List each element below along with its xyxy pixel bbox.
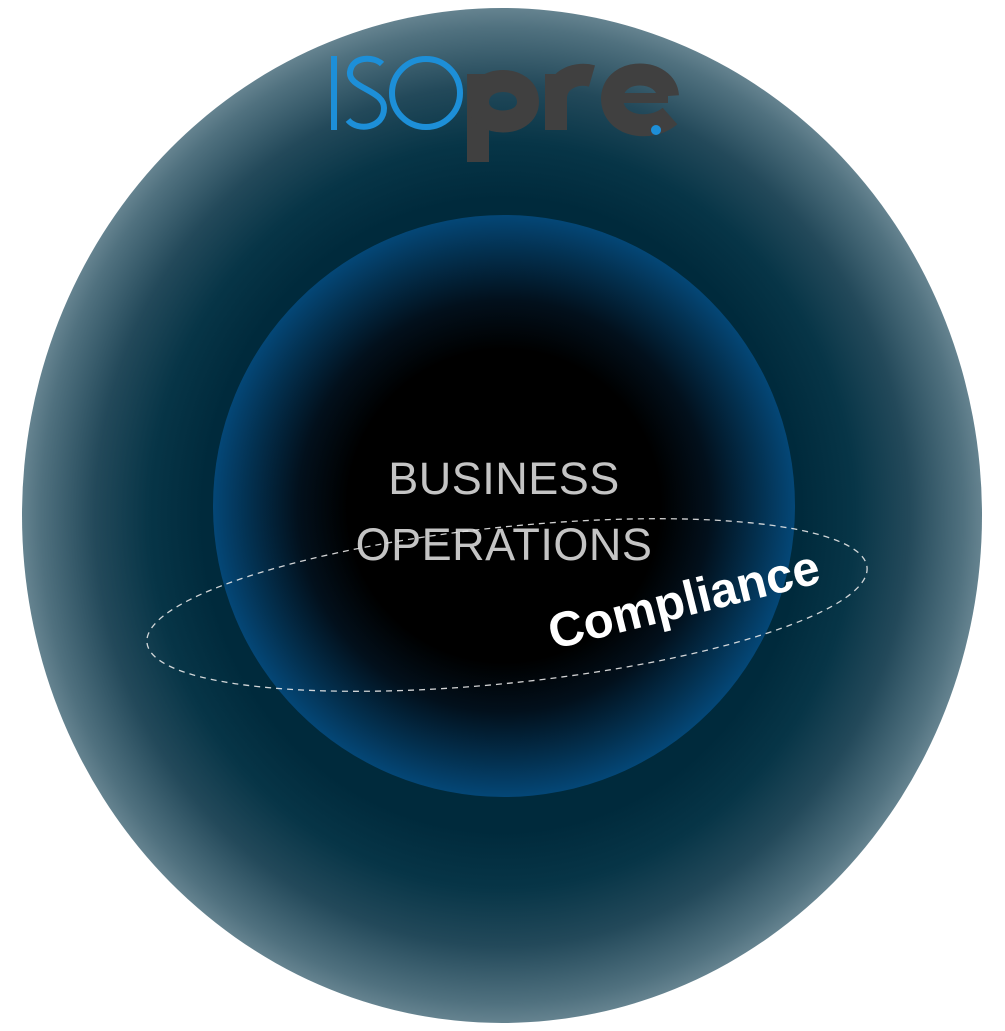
isopro-logo <box>322 44 696 170</box>
business-operations-circle <box>213 215 795 797</box>
center-label-line-1: BUSINESS <box>388 453 620 504</box>
center-label: BUSINESS OPERATIONS <box>213 446 795 578</box>
